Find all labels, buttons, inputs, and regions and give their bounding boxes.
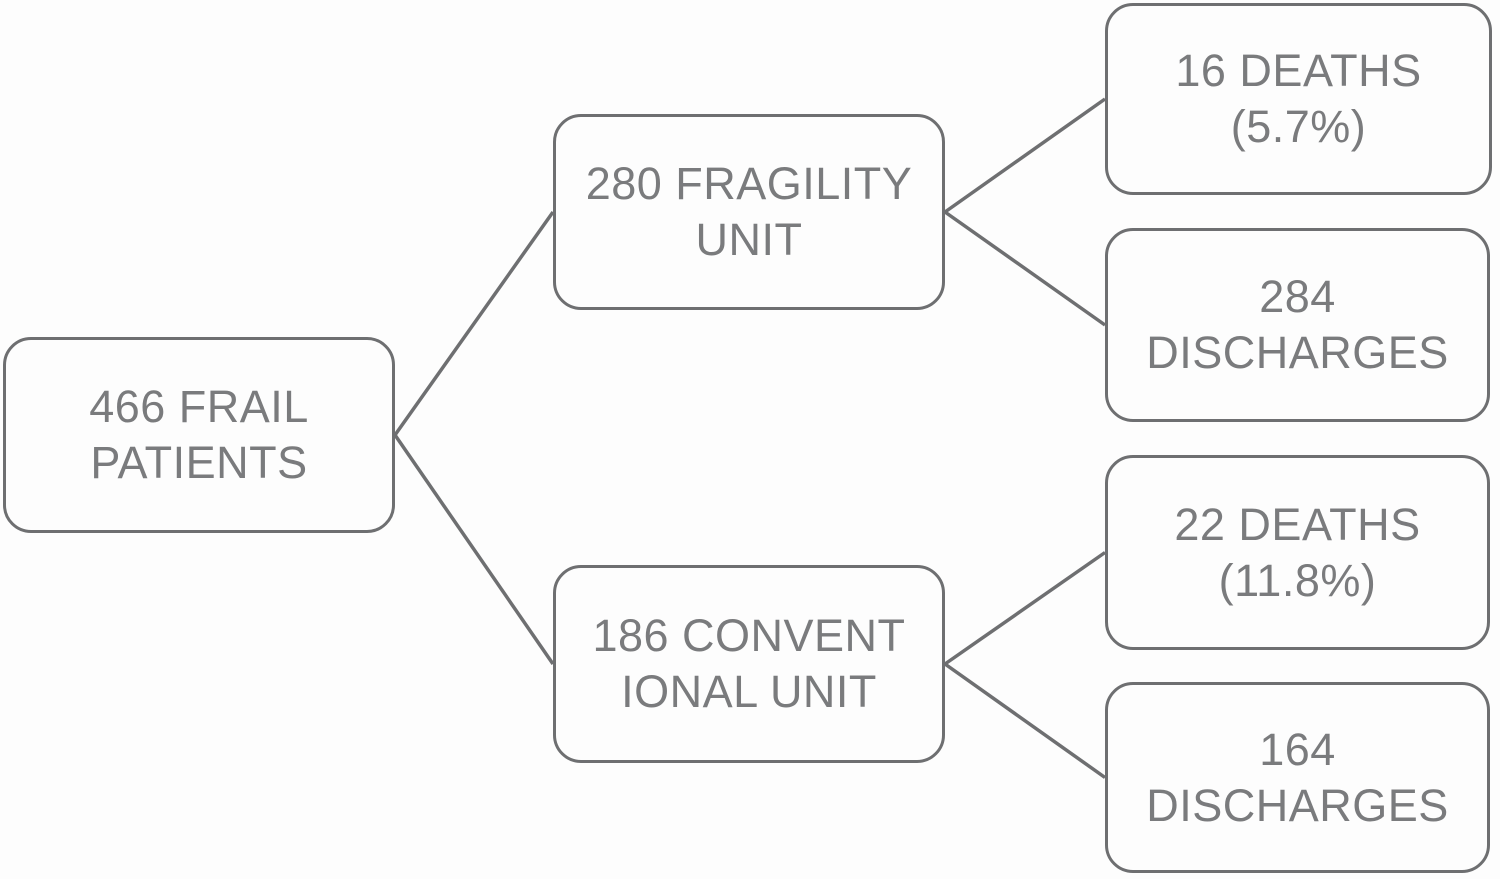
node-label-line: DISCHARGES <box>1146 779 1449 831</box>
node-conventional-deaths: 22 DEATHS (11.8%) <box>1105 455 1490 650</box>
node-label-line: (11.8%) <box>1218 554 1377 606</box>
node-frail-patients: 466 FRAIL PATIENTS <box>3 337 395 533</box>
connector-fragility_unit-to-fragility_discharges <box>943 210 1107 327</box>
node-label-line: 186 CONVENT <box>592 610 906 662</box>
node-label-line: UNIT <box>695 214 803 265</box>
connector-conventional_unit-to-conventional_discharges <box>943 662 1107 779</box>
node-label-line: (5.7%) <box>1230 101 1367 152</box>
node-conventional-unit: 186 CONVENT IONAL UNIT <box>553 565 945 763</box>
node-label-line: 284 <box>1259 271 1336 323</box>
node-conventional-discharges: 164 DISCHARGES <box>1105 682 1490 873</box>
connector-conventional_unit-to-conventional_deaths <box>943 551 1107 666</box>
node-label-line: 280 FRAGILITY <box>585 158 913 210</box>
node-label-line: IONAL UNIT <box>621 666 877 717</box>
connector-frail_patients-to-conventional_unit <box>393 434 555 665</box>
node-label-line: 22 DEATHS <box>1174 498 1421 550</box>
node-fragility-discharges: 284 DISCHARGES <box>1105 228 1490 422</box>
node-label-line: 466 FRAIL <box>89 381 309 433</box>
connector-frail_patients-to-fragility_unit <box>393 210 555 437</box>
node-label-line: PATIENTS <box>90 437 308 488</box>
node-label-line: 16 DEATHS <box>1175 45 1422 97</box>
connector-fragility_unit-to-fragility_deaths <box>943 97 1107 214</box>
node-fragility-unit: 280 FRAGILITY UNIT <box>553 114 945 310</box>
node-label-line: 164 <box>1259 723 1336 775</box>
node-fragility-deaths: 16 DEATHS (5.7%) <box>1105 3 1492 195</box>
node-label-line: DISCHARGES <box>1146 327 1449 378</box>
